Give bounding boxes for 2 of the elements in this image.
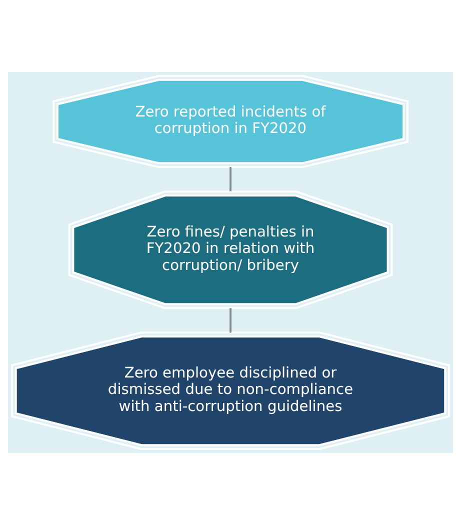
connector xyxy=(230,308,232,333)
connector xyxy=(230,167,232,192)
